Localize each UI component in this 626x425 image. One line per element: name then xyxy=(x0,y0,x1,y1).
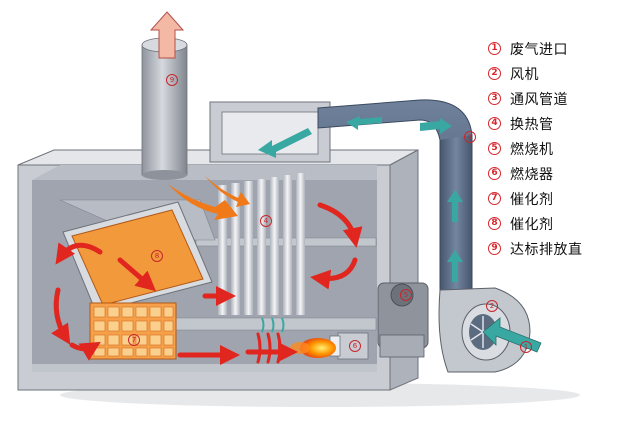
heat-flow-arrows xyxy=(51,202,363,365)
legend-number-7: 7 xyxy=(488,192,501,205)
legend-label-4: 换热管 xyxy=(510,116,554,133)
airflow-arrows xyxy=(258,116,463,282)
catalyst-panel-upper xyxy=(62,201,213,313)
legend-item-9: 9 达标排放直 xyxy=(488,236,622,261)
legend-number-5: 5 xyxy=(488,142,501,155)
svg-text:2: 2 xyxy=(490,302,494,310)
diagram-badge-6: 6 xyxy=(349,340,361,352)
diagram-badge-3: 3 xyxy=(464,131,476,143)
legend-number-9: 9 xyxy=(488,242,501,255)
legend-label-6: 燃烧器 xyxy=(510,166,554,183)
svg-text:4: 4 xyxy=(264,217,269,225)
svg-text:1: 1 xyxy=(524,343,528,351)
legend-item-5: 5 燃烧机 xyxy=(488,136,622,161)
legend-item-7: 7 催化剂 xyxy=(488,186,622,211)
legend-label-5: 燃烧机 xyxy=(510,141,554,158)
heat-exchange-tubes xyxy=(218,173,305,315)
legend-number-4: 4 xyxy=(488,117,501,130)
diagram-badge-2: 2 xyxy=(486,300,498,312)
legend-number-8: 8 xyxy=(488,217,501,230)
legend-item-2: 2 风机 xyxy=(488,61,622,86)
svg-text:3: 3 xyxy=(468,133,472,141)
diagram-badge-9: 9 xyxy=(166,74,178,86)
catalyst-grid-lower xyxy=(89,302,177,360)
inlet-arrow xyxy=(482,317,542,353)
legend-item-4: 4 换热管 xyxy=(488,111,622,136)
legend-label-2: 风机 xyxy=(510,66,539,83)
legend-item-1: 1 废气进口 xyxy=(488,36,622,61)
diagram-badge-1: 1 xyxy=(520,341,532,353)
legend-item-6: 6 燃烧器 xyxy=(488,161,622,186)
legend-item-8: 8 催化剂 xyxy=(488,211,622,236)
svg-text:8: 8 xyxy=(155,252,159,260)
legend-label-3: 通风管道 xyxy=(510,91,568,108)
svg-text:5: 5 xyxy=(404,291,408,299)
legend-number-2: 2 xyxy=(488,67,501,80)
exhaust-chimney xyxy=(141,37,188,180)
legend-number-1: 1 xyxy=(488,42,501,55)
fan-unit xyxy=(438,287,531,373)
exhaust-arrow xyxy=(149,11,185,59)
legend-label-7: 催化剂 xyxy=(510,191,554,208)
svg-text:7: 7 xyxy=(132,336,136,344)
legend: 1 废气进口 2 风机 3 通风管道 4 换热管 5 燃烧机 6 燃烧器 7 催… xyxy=(488,36,622,261)
svg-text:9: 9 xyxy=(170,76,174,84)
svg-text:6: 6 xyxy=(353,342,358,350)
legend-item-3: 3 通风管道 xyxy=(488,86,622,111)
legend-number-6: 6 xyxy=(488,167,501,180)
legend-label-9: 达标排放直 xyxy=(510,241,583,258)
legend-number-3: 3 xyxy=(488,92,501,105)
green-gas-streaks xyxy=(261,317,285,333)
flame-streaks xyxy=(256,332,282,364)
diagram-badge-8: 8 xyxy=(151,250,163,262)
diagram-badge-4: 4 xyxy=(260,215,272,227)
legend-label-1: 废气进口 xyxy=(510,41,568,58)
warm-air-arrows xyxy=(168,176,250,220)
diagram-badge-7: 7 xyxy=(128,334,140,346)
legend-label-8: 催化剂 xyxy=(510,216,554,233)
diagram-badge-5: 5 xyxy=(400,289,412,301)
